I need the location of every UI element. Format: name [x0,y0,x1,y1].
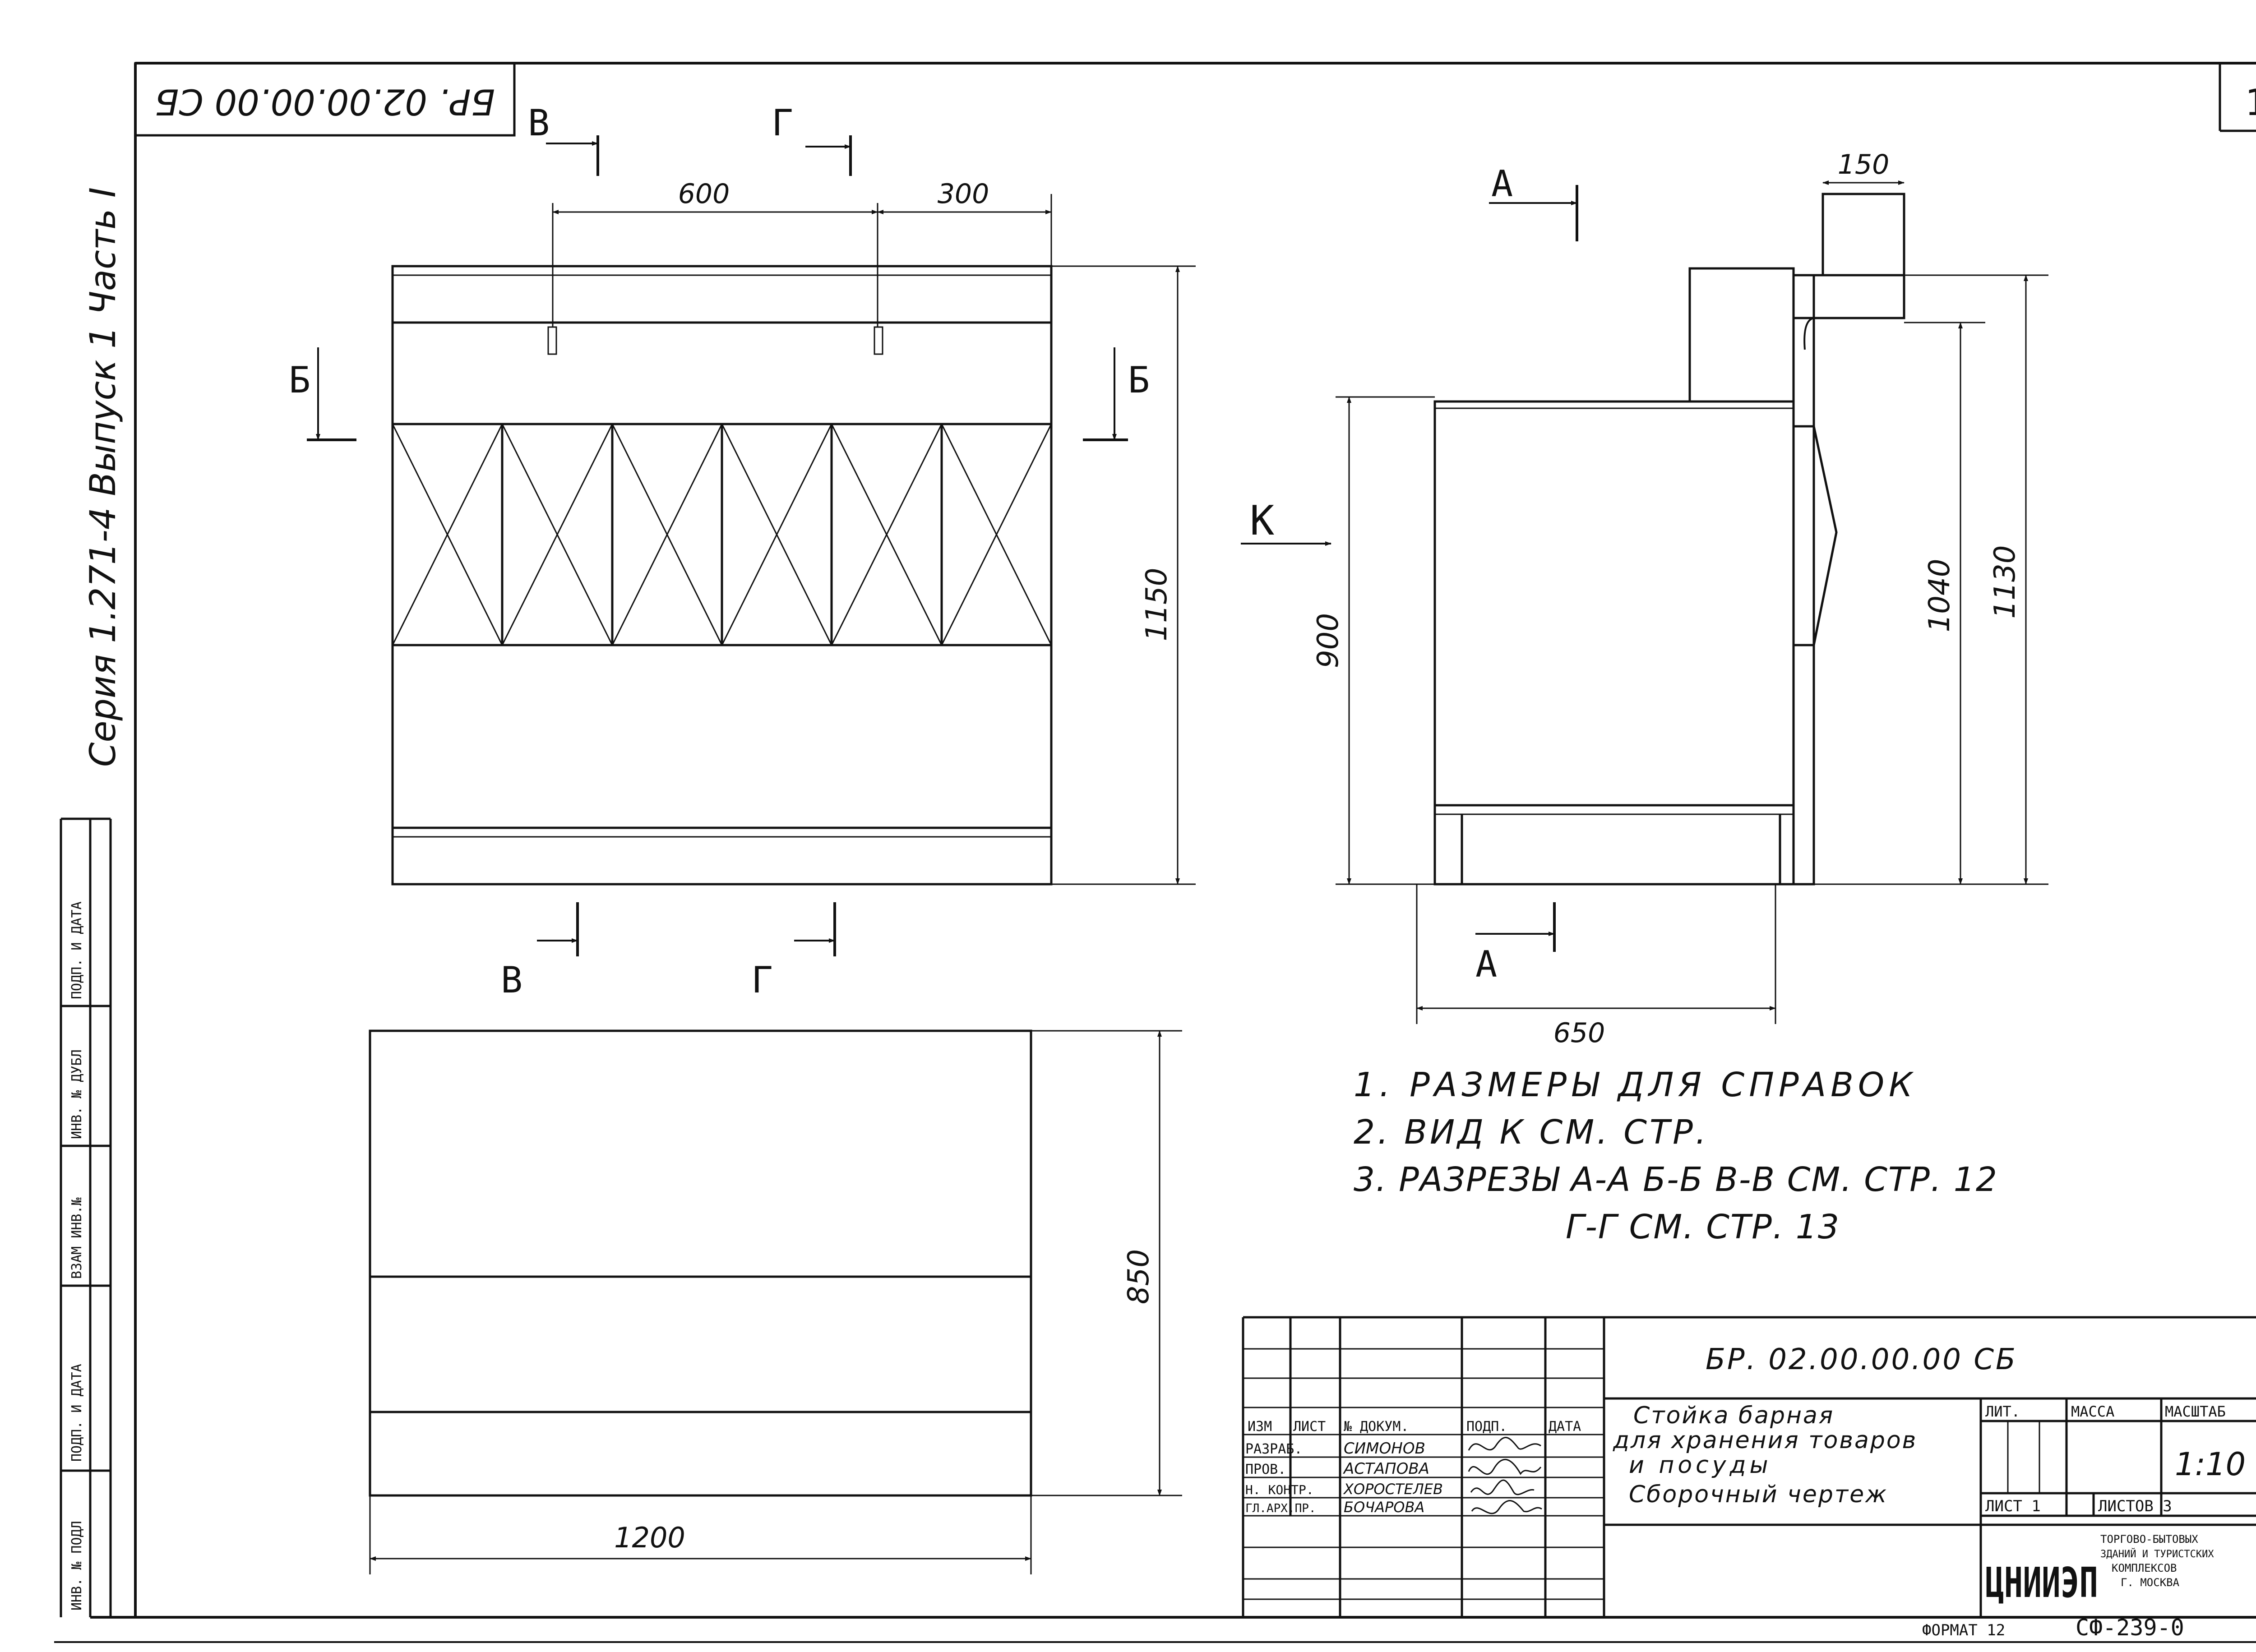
view-label-k: К [1250,497,1274,545]
tb-title-2: для хранения товаров [1613,1427,1917,1454]
tb-mass-label: МАССА [2071,1403,2114,1420]
tb-col-sign: ПОДП. [1466,1419,1507,1435]
section-label-g-top: Г [772,102,793,144]
top-stamp-code: БР. 02.00.00.00 СБ [155,81,495,122]
section-label-b-right: Б [1128,359,1150,401]
dim-1130: 1130 [1988,545,2022,619]
dim-600: 600 [678,178,730,210]
section-label-a-top: А [1491,163,1513,205]
note-2: 2. ВИД К СМ. СТР. [1354,1113,1709,1152]
tb-title-4: Сборочный чертеж [1629,1481,1888,1508]
dim-1040: 1040 [1923,559,1956,632]
title-block: БР. 02.00.00.00 СБ ИЗМ ЛИСТ № ДОКУМ. ПОД… [1242,1316,2256,1641]
plan-view: 850 1200 [369,1029,1182,1574]
tb-role-2: ПРОВ. [1245,1462,1286,1477]
note-3: 3. РАЗРЕЗЫ А-А Б-Б В-В СМ. СТР. 12 [1354,1160,1998,1199]
tb-sheets-label: ЛИСТОВ 3 [2098,1497,2172,1515]
tb-org-2: ЗДАНИЙ И ТУРИСТСКИХ [2100,1548,2214,1560]
tb-role-1: РАЗРАБ. [1245,1441,1302,1457]
tb-sheet-label: ЛИСТ 1 [1985,1497,2041,1515]
section-label-g-bottom: Г [751,959,773,1001]
tb-role-3: Н. КОНТР. [1245,1482,1314,1497]
top-stamp: БР. 02.00.00.00 СБ [134,62,516,137]
front-view: 600 300 1150 В Г В Г Б Б [289,102,1196,1001]
sheet-frame [54,62,2256,1643]
tb-col-izm: ИЗМ [1248,1419,1272,1435]
tb-lit-label: ЛИТ. [1985,1403,2020,1420]
dim-1150: 1150 [1140,568,1174,641]
dim-650: 650 [1553,1017,1605,1049]
tb-name-1: СИМОНОВ [1344,1440,1425,1458]
tb-name-2: АСТАПОВА [1343,1460,1429,1478]
series-label: Серия 1.271-4 Выпуск 1 Часть I [83,187,124,767]
section-label-v-bottom: В [501,959,522,1001]
stamp-col-4: ИНВ. № ДУБЛ [69,1049,85,1139]
tb-title-3: и посуды [1629,1452,1772,1479]
dim-900: 900 [1312,613,1345,668]
note-4: Г-Г СМ. СТР. 13 [1566,1208,1840,1246]
archive-code: СФ-239-0 [2076,1615,2184,1641]
tb-scale-label: МАСШТАБ [2165,1403,2226,1420]
tb-name-3: ХОРОСТЕЛЕВ [1343,1481,1443,1498]
tb-org-logo: ЦНИИЭП [1985,1559,2098,1607]
dim-150: 150 [1838,149,1890,180]
tb-col-doc: № ДОКУМ. [1344,1419,1409,1435]
format-label: ФОРМАТ 12 [1922,1621,2005,1639]
signature-scribbles [1468,1437,1542,1514]
section-label-a-bottom: А [1475,943,1497,985]
dim-850: 850 [1122,1249,1156,1304]
tb-doc-code: БР. 02.00.00.00 СБ [1706,1343,2017,1376]
stamp-col-3: ВЗАМ ИНВ.№ [69,1197,85,1279]
stamp-col-1: ИНВ. № ПОДЛ [69,1521,85,1610]
tb-title-1: Стойка барная [1633,1402,1834,1429]
tb-org-3: КОМПЛЕКСОВ [2112,1562,2177,1574]
tb-org-1: ТОРГОВО-БЫТОВЫХ [2100,1533,2198,1546]
section-label-v-top: В [528,102,550,144]
page-number: 11 [2245,82,2256,124]
margin-stamp: ИНВ. № ПОДЛ ПОДП. И ДАТА ВЗАМ ИНВ.№ ИНВ.… [60,817,112,1617]
tb-col-date: ДАТА [1549,1419,1581,1435]
tb-role-4: ГЛ.АРХ.ПР. [1245,1502,1316,1515]
tb-name-4: БОЧАРОВА [1344,1499,1424,1516]
tb-scale-value: 1:10 [2175,1446,2246,1483]
tb-org-4: Г. МОСКВА [2121,1576,2180,1589]
side-view: А А К 150 900 1040 1130 650 [1241,149,2048,1049]
notes: 1. РАЗМЕРЫ ДЛЯ СПРАВОК 2. ВИД К СМ. СТР.… [1354,1066,1998,1246]
section-label-b-left: Б [289,359,310,401]
dim-300: 300 [938,178,989,210]
dim-1200: 1200 [614,1521,685,1554]
stamp-col-2: ПОДП. И ДАТА [69,1364,85,1462]
note-1: 1. РАЗМЕРЫ ДЛЯ СПРАВОК [1354,1066,1917,1104]
stamp-col-5: ПОДП. И ДАТА [69,901,85,999]
tb-col-list: ЛИСТ [1293,1419,1326,1435]
